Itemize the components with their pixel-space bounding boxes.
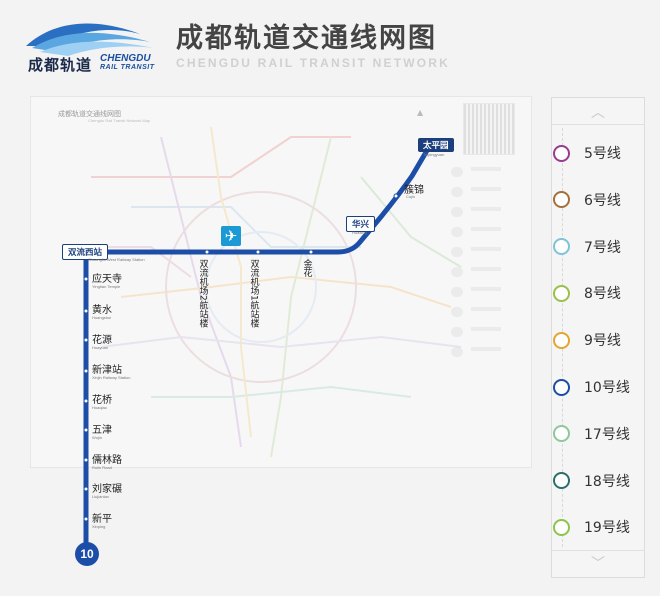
line-item[interactable]: 19号线 [552, 512, 644, 542]
logo-text-en-2: RAIL TRANSIT [100, 64, 155, 71]
logo-text-en-1: CHENGDU [100, 53, 151, 64]
station-airport-t1[interactable]: 双流机场1航站楼 [248, 259, 259, 328]
station-xinjin[interactable]: 新津站 [92, 365, 122, 376]
airplane-icon: ✈ [221, 226, 241, 246]
line-item[interactable]: 9号线 [552, 325, 644, 355]
scroll-down-button[interactable]: ﹀ [552, 550, 644, 575]
line-item[interactable]: 17号线 [552, 419, 644, 449]
line-color-circle-icon [553, 331, 570, 349]
station-yingtiansi[interactable]: 应天寺 [92, 274, 122, 285]
station-shuangliu-west[interactable]: 双流西站 [62, 244, 109, 260]
line-item[interactable]: 8号线 [552, 278, 644, 308]
station-huangshui[interactable]: 黄水 [92, 305, 112, 316]
line-selector-panel: ︿ 5号线 6号线 7号线 8号线 9号线 10号线 17号线 18号线 19号线 ﹀ [551, 97, 645, 578]
station-xinping-en: Xinping [92, 524, 106, 529]
station-huaxing[interactable]: 华兴 [346, 216, 376, 232]
station-wujin-en: Wujin [92, 435, 102, 440]
station-cujin-en: Cujin [406, 194, 416, 199]
header: 成都轨道 CHENGDU RAIL TRANSIT 成都轨道交通线网图 CHEN… [0, 0, 660, 90]
page-subtitle: CHENGDU RAIL TRANSIT NETWORK [176, 56, 451, 70]
line-label: 19号线 [584, 520, 630, 537]
station-huaqiao[interactable]: 花桥 [92, 395, 112, 406]
north-arrow-icon: ▲ [417, 108, 424, 117]
station-xinjin-en: Xinjin Railway Station [92, 375, 131, 380]
line-item[interactable]: 10号线 [552, 372, 644, 402]
station-jinhua[interactable]: 金花 [301, 259, 312, 277]
line-label: 17号线 [584, 426, 630, 443]
station-huaxing-en: Huaxing [352, 230, 367, 235]
line-label: 6号线 [584, 192, 621, 209]
line-item[interactable]: 18号线 [552, 466, 644, 496]
station-liujianian[interactable]: 刘家碾 [92, 484, 122, 495]
station-rulinlu[interactable]: 儒林路 [92, 455, 122, 466]
line-color-circle-icon [553, 284, 570, 302]
station-yingtiansi-en: Yingtian Temple [92, 284, 121, 289]
line-color-circle-icon [553, 191, 570, 209]
station-liujianian-en: Liujianian [92, 494, 109, 499]
line-color-circle-icon [553, 378, 570, 396]
station-wujin[interactable]: 五津 [92, 425, 112, 436]
line-item[interactable]: 5号线 [552, 138, 644, 168]
line-item[interactable]: 7号线 [552, 232, 644, 262]
line-label: 5号线 [584, 146, 621, 162]
chengdu-metro-logo-icon [26, 23, 154, 56]
line-label: 7号线 [584, 239, 621, 256]
station-shuangliu-west-en: Shuangliu West Railway Station [88, 257, 145, 262]
station-huayuan-en: Huayuan [92, 345, 109, 350]
qr-code-icon [463, 103, 515, 155]
station-taipingyuan[interactable]: 太平园 [418, 138, 454, 152]
station-airport-t2[interactable]: 双流机场2航站楼 [197, 259, 208, 328]
line-label: 9号线 [584, 333, 621, 350]
station-huayuan[interactable]: 花源 [92, 335, 112, 346]
line-color-circle-icon [553, 144, 570, 162]
line-color-circle-icon [553, 472, 570, 490]
line-color-circle-icon [553, 518, 570, 536]
line-color-circle-icon [553, 425, 570, 443]
station-cujin[interactable]: 簇锦 [404, 185, 424, 196]
station-huangshui-en: Huangshui [92, 315, 112, 320]
station-xinping[interactable]: 新平 [92, 514, 112, 525]
scroll-up-button[interactable]: ︿ [552, 100, 644, 125]
logo-text-cn: 成都轨道 [28, 56, 93, 74]
station-taipingyuan-en: Taipingyuan [423, 152, 445, 157]
station-rulinlu-en: Rulin Road [92, 465, 112, 470]
station-huaqiao-en: Huaqiao [92, 405, 107, 410]
line-label: 8号线 [584, 286, 621, 303]
line-label: 10号线 [584, 380, 630, 396]
line-item[interactable]: 6号线 [552, 185, 644, 215]
page-title: 成都轨道交通线网图 [176, 23, 437, 54]
line-10-badge: 10 [75, 542, 99, 566]
line-label: 18号线 [584, 473, 630, 490]
line-color-circle-icon [553, 238, 570, 256]
map-subtitle-small: Chengdu Rail Transit Network Map [88, 118, 151, 123]
map-title-small: 成都轨道交通线网图 [58, 110, 121, 118]
